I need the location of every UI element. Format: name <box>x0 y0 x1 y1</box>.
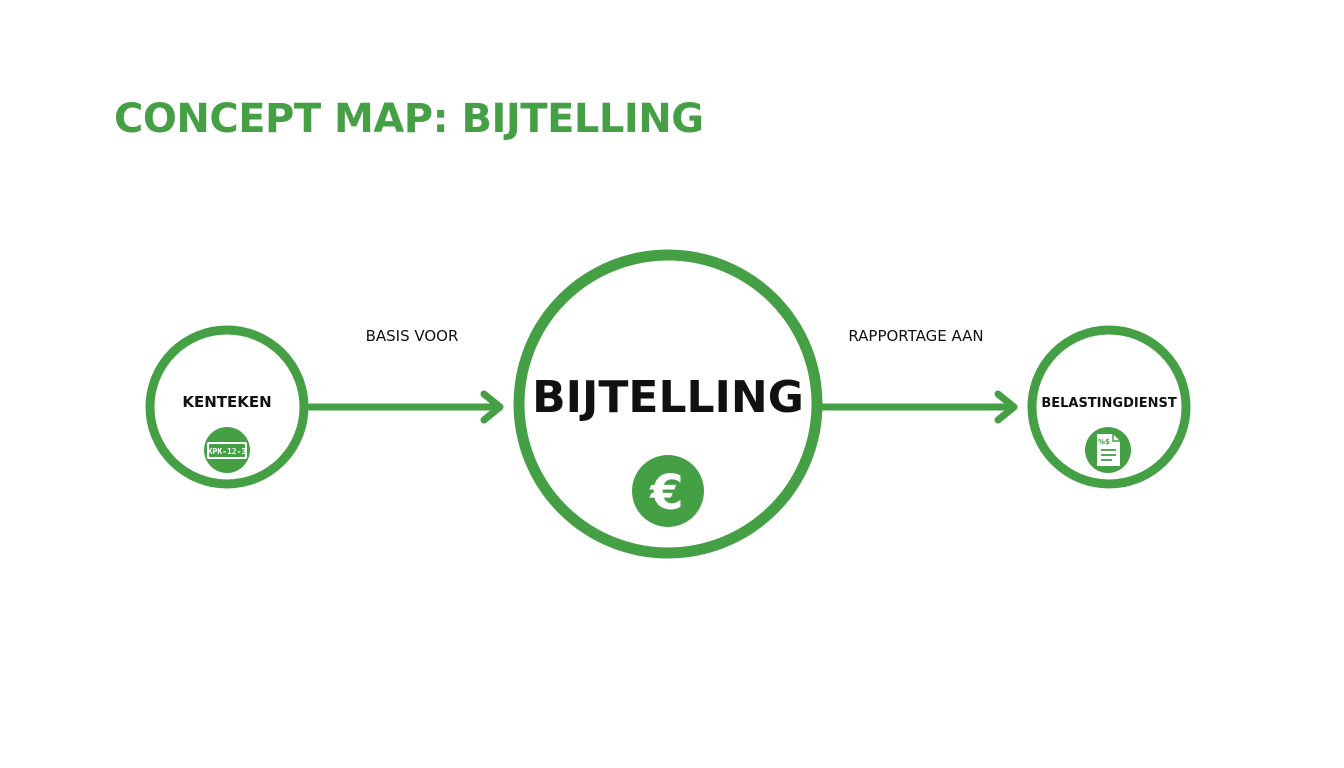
node-label-bijtelling: BIJTELLING <box>532 372 804 423</box>
license-plate-icon: KPK-12-3 <box>204 427 250 473</box>
node-label-kenteken: KENTEKEN <box>182 393 271 411</box>
tax-document-icon: %$ <box>1085 427 1131 473</box>
euro-symbol: € <box>649 465 683 521</box>
node-circle <box>513 249 823 559</box>
page-title: CONCEPT MAP: BIJTELLING <box>114 96 704 142</box>
node-kenteken: KENTEKEN KPK-12-3 <box>145 325 309 489</box>
node-circle <box>145 325 309 489</box>
arrow-right-icon <box>480 390 504 424</box>
arrow-right-icon <box>994 390 1018 424</box>
node-label-belastingdienst: BELASTINGDIENST <box>1041 396 1177 411</box>
node-belastingdienst: BELASTINGDIENST %$ <box>1027 325 1191 489</box>
plate-text: KPK-12-3 <box>208 447 247 456</box>
euro-icon: € <box>632 455 704 527</box>
edge-label-rapportage-aan: RAPPORTAGE AAN <box>848 327 983 345</box>
node-bijtelling: BIJTELLING € <box>513 249 823 559</box>
edge-label-basis-voor: BASIS VOOR <box>366 327 459 345</box>
doc-mark: %$ <box>1098 438 1110 446</box>
node-circle <box>1027 325 1191 489</box>
edge-rapportage-aan: RAPPORTAGE AAN <box>818 327 1018 424</box>
edge-basis-voor: BASIS VOOR <box>306 327 504 424</box>
